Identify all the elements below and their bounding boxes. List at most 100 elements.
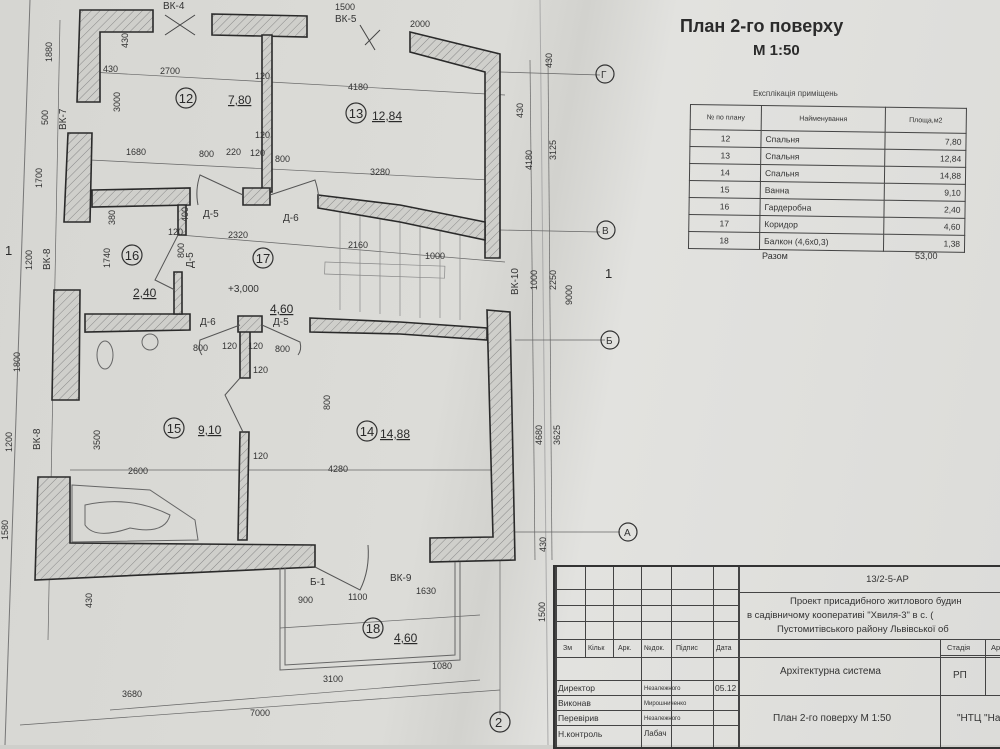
axis-b: Б xyxy=(606,336,613,347)
room-name-cell: Спальня xyxy=(760,130,886,150)
dim: 4680 xyxy=(534,425,544,445)
label-d6-a: Д-6 xyxy=(283,213,299,224)
role-3-name: Незалежного xyxy=(644,716,681,722)
room-number-17: 17 xyxy=(256,251,270,266)
wall-top-left xyxy=(76,9,154,103)
col-ndok: №док. xyxy=(644,645,665,652)
plan-number-cell: 13 xyxy=(689,146,761,165)
room-area-14: 14,88 xyxy=(380,427,410,441)
col-ark: Арк. xyxy=(618,645,632,652)
col-pidpys: Підпис xyxy=(676,645,698,652)
room-area-18: 4,60 xyxy=(394,631,418,645)
plan-number-cell: 15 xyxy=(689,180,761,199)
dim: 800 xyxy=(176,243,186,258)
table-header-row: № по плану Найменування Площа,м2 xyxy=(690,104,967,134)
dim: 1100 xyxy=(348,592,367,602)
role-1-date: 05.12 xyxy=(715,683,737,693)
dim: 1680 xyxy=(126,147,146,157)
col-zm: Зм xyxy=(563,645,573,652)
element-labels: ВК-4 ВК-5 ВК-7 ВК-8 ВК-8 ВК-9 ВК-10 Д-5 … xyxy=(32,1,521,588)
room-number-15: 15 xyxy=(167,421,181,436)
partition-14-top xyxy=(309,317,488,341)
wall-top-middle xyxy=(211,13,308,38)
total-label: Разом xyxy=(762,251,788,261)
area-cell: 1,38 xyxy=(883,234,965,253)
dim: 1000 xyxy=(529,270,539,290)
total-value: 53,00 xyxy=(915,251,938,261)
room-name-cell: Спальня xyxy=(760,164,885,184)
dim: 430 xyxy=(538,537,548,552)
wall-bottom-right xyxy=(429,309,516,563)
wall-left-middle xyxy=(51,289,81,401)
dim: 3500 xyxy=(92,430,102,450)
room-number-16: 16 xyxy=(125,248,139,263)
dim: 800 xyxy=(275,154,290,164)
dim: 3680 xyxy=(122,689,142,699)
axis-g: Г xyxy=(601,70,607,81)
dim: 1200 xyxy=(4,432,14,452)
stage-label: Стадія xyxy=(947,643,971,652)
partition-16-side-upper xyxy=(177,204,187,236)
area-cell: 2,40 xyxy=(883,200,966,219)
room-number-13: 13 xyxy=(349,106,363,121)
drawing-title: План 2-го поверху xyxy=(680,16,844,36)
pier-upper xyxy=(242,187,271,206)
role-1-name: Незалежного xyxy=(644,686,681,692)
label-bk9: ВК-9 xyxy=(390,573,412,584)
wall-left-upper xyxy=(63,132,93,223)
room-number-18: 18 xyxy=(366,621,380,636)
frame-line xyxy=(4,0,31,745)
label-d5-b: Д-5 xyxy=(273,317,289,328)
role-2-name: Мирошниченко xyxy=(644,701,687,707)
dim: 220 xyxy=(226,147,241,157)
dim: 120 xyxy=(253,451,268,461)
organization: "НТЦ "На xyxy=(957,713,1000,724)
area-cell: 4,60 xyxy=(883,217,965,236)
plan-number-cell: 14 xyxy=(689,163,761,182)
label-bk10: ВК-10 xyxy=(510,268,521,295)
dim: 430 xyxy=(84,593,94,608)
label-bk5: ВК-5 xyxy=(335,14,357,25)
plan-number-cell: 16 xyxy=(688,197,761,216)
label-bk4: ВК-4 xyxy=(163,1,185,12)
dim: 2320 xyxy=(228,230,248,240)
label-d5-c: Д-5 xyxy=(185,252,196,268)
drawing-code: 13/2-5-АР xyxy=(866,574,909,585)
dimension-values: 1500 2000 430 2700 120 4180 120 1680 800… xyxy=(0,2,574,718)
balcony-outline xyxy=(279,562,461,671)
dim: 430 xyxy=(544,53,554,68)
drawing-scale: М 1:50 xyxy=(753,42,800,59)
column-header: № по плану xyxy=(690,104,762,131)
dim: 1000 xyxy=(425,251,445,261)
dim: 120 xyxy=(222,341,237,351)
sheet-label: Ар xyxy=(991,643,1000,652)
dim: 120 xyxy=(255,71,270,81)
stage-value: РП xyxy=(953,670,967,681)
dim: 2250 xyxy=(548,270,558,290)
dim: 1800 xyxy=(12,352,22,372)
plan-number-cell: 18 xyxy=(688,231,760,250)
label-bk7: ВК-7 xyxy=(58,108,69,130)
partition-15-14-upper xyxy=(239,329,251,379)
partition-15-top xyxy=(84,313,191,333)
axis-v: В xyxy=(602,226,609,237)
dim: 1740 xyxy=(102,248,112,268)
dim: 400 xyxy=(180,207,190,222)
room-area-17: 4,60 xyxy=(270,302,294,316)
wall-top-right xyxy=(409,30,501,259)
title-block: 13/2-5-АР Проект присадибного житлового … xyxy=(553,565,1000,749)
dim: 430 xyxy=(103,64,118,74)
dim: 4180 xyxy=(348,82,368,92)
label-bk8-upper: ВК-8 xyxy=(42,248,53,270)
explication-caption: Експлікація приміщень xyxy=(753,89,838,98)
staircase xyxy=(324,210,461,320)
room-area-15: 9,10 xyxy=(198,423,222,437)
dim: 3100 xyxy=(323,674,343,684)
col-data: Дата xyxy=(716,645,732,652)
room-markers xyxy=(121,64,638,733)
partition-16-side-lower xyxy=(173,271,183,315)
fold-line xyxy=(539,0,549,745)
role-1: Директор xyxy=(558,683,596,693)
section-mark-left: 1 xyxy=(5,243,12,258)
label-d6-b: Д-6 xyxy=(200,317,216,328)
